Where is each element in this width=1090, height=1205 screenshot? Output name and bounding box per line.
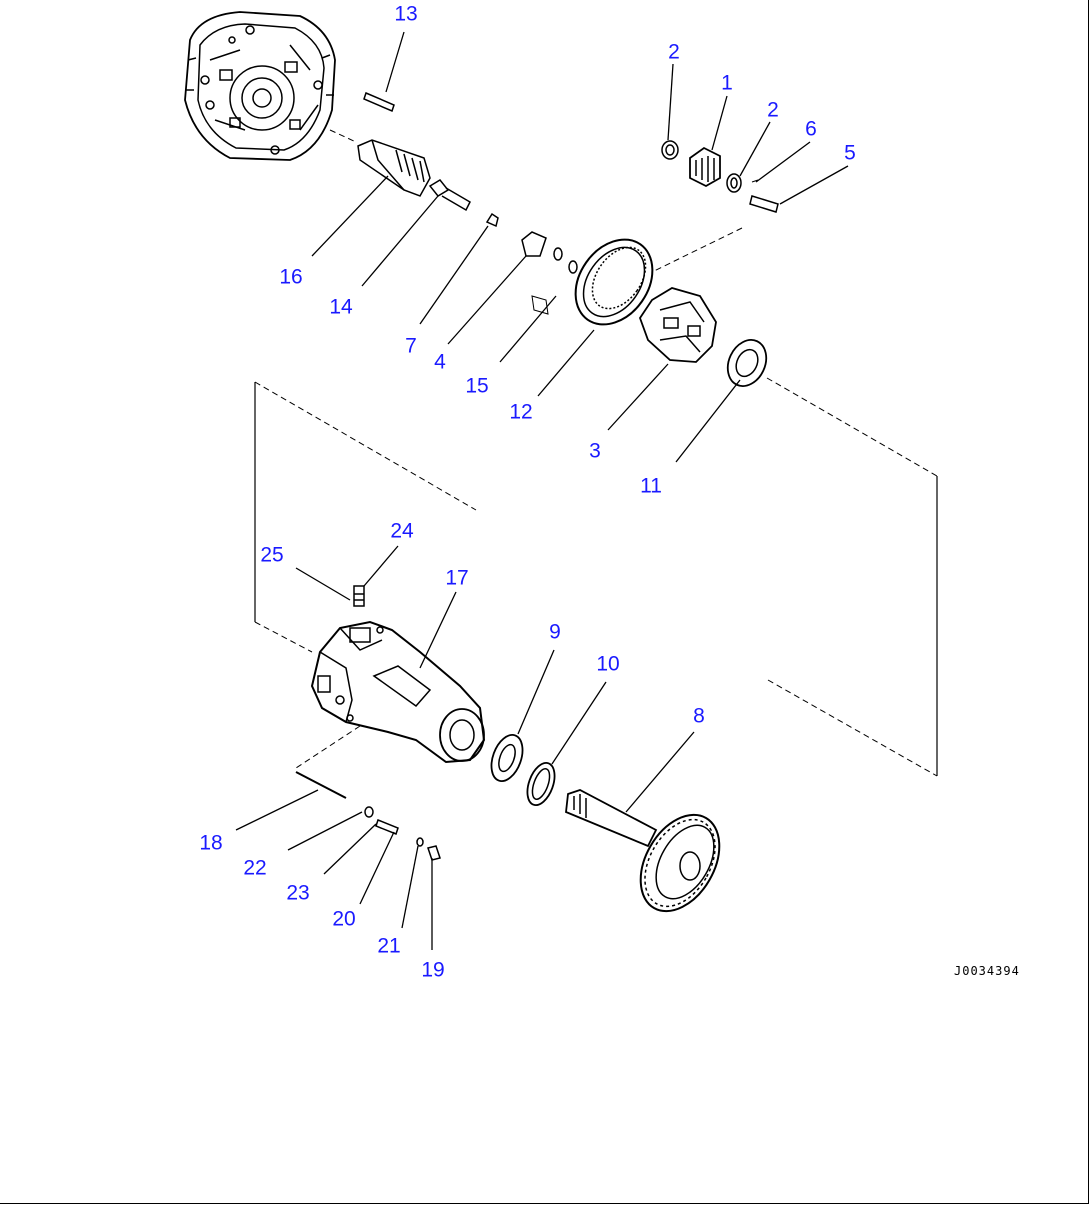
axle-housing-17-part [310, 620, 486, 764]
transmission-housing [184, 11, 336, 161]
callout-1: 1 [721, 71, 733, 95]
callout-24: 24 [390, 519, 414, 543]
callout-4: 4 [434, 350, 446, 374]
leader-lines [235, 31, 849, 950]
callout-7: 7 [405, 334, 417, 358]
drawing-id: J0034394 [954, 964, 1020, 978]
callout-3: 3 [589, 439, 601, 463]
shaft-8-part [565, 789, 721, 913]
bearing-9-part [490, 734, 524, 782]
callout-2-lower: 2 [767, 98, 779, 122]
pin-18-part [295, 771, 347, 799]
callout-25: 25 [260, 543, 284, 567]
callout-19: 19 [421, 958, 445, 982]
callout-10: 10 [596, 652, 620, 676]
ring-gear-12-part [574, 238, 654, 326]
small-parts-lower [364, 806, 441, 861]
callout-11: 11 [640, 474, 662, 498]
callout-16: 16 [279, 265, 303, 289]
callout-9: 9 [549, 620, 561, 644]
callout-5: 5 [844, 141, 856, 165]
callout-20: 20 [332, 907, 356, 931]
callout-14: 14 [329, 295, 353, 319]
plug-24-part [353, 585, 365, 607]
callout-6: 6 [805, 117, 817, 141]
frame-lines [254, 382, 938, 776]
callout-21: 21 [377, 934, 401, 958]
differential-case-3-part [638, 287, 717, 363]
callout-15: 15 [465, 374, 489, 398]
bolt-14-part [428, 179, 471, 212]
alignment-lines-lower [254, 621, 938, 777]
pinion-set-part [661, 140, 779, 213]
callout-12: 12 [509, 400, 533, 424]
callout-17: 17 [445, 566, 469, 590]
ring-10-part [526, 762, 556, 806]
nut-7-part [485, 212, 499, 228]
shaft-16-part [357, 139, 431, 197]
callout-8: 8 [693, 704, 705, 728]
bearing-11-part [726, 339, 768, 387]
callout-22: 22 [243, 856, 267, 880]
alignment-lines-upper [254, 129, 938, 511]
callout-23: 23 [286, 881, 310, 905]
plate-4-part [521, 231, 547, 257]
callout-2-upper: 2 [668, 40, 680, 64]
washers-15-part [531, 247, 578, 315]
callout-13: 13 [394, 2, 418, 26]
callout-18: 18 [199, 831, 223, 855]
pin-13-part [363, 91, 395, 113]
